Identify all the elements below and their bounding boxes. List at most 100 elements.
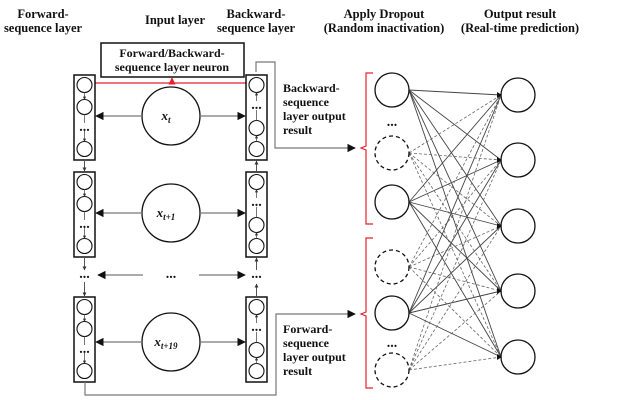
backward-ellipsis: ... [251,98,262,113]
backward-neuron [248,173,265,191]
timestep-block: ......xt+1 [73,171,268,258]
forward-ellipsis: ... [79,342,90,357]
connections [408,89,502,371]
backward-neuron [248,216,265,234]
backward-output-line2: sequence [283,95,330,109]
dropped-connection [408,356,502,371]
dropped-connection [408,290,502,371]
forward-ellipsis: ... [79,120,90,135]
output-arrowhead [497,157,502,163]
forward-output-line1: Forward- [283,322,332,336]
header-backward-layer: Backward- sequence layer [217,7,296,35]
dropped-connection [408,152,502,358]
backward-row-ellipsis: ... [251,267,262,282]
forward-neuron [76,320,93,338]
forward-neuron [76,195,93,213]
active-connection [408,89,502,227]
active-connection [408,290,502,314]
input-subscript: t [168,115,171,125]
backward-output-line3: layer output [283,109,346,123]
dropped-connection [408,152,502,292]
forward-row-ellipsis: ... [79,267,90,282]
forward-ellipsis: ... [79,217,90,232]
forward-neuron [76,98,93,116]
dropped-connection [408,225,502,371]
input-subscript: t+19 [161,341,178,351]
forward-neuron [76,362,93,380]
forward-output-label: Forward- sequence layer output result [283,322,346,378]
backward-neuron [248,298,265,316]
active-connection [408,94,502,203]
timestep-block: ......xt+19 [73,296,268,383]
output-neuron [500,208,536,244]
dropout-dense-layer: ...... [374,72,536,388]
backward-neuron [248,341,265,359]
header-forward-line2: sequence layer [4,21,83,35]
backward-neuron [248,140,265,158]
backward-ellipsis: ... [251,195,262,210]
output-arrowhead [497,288,502,294]
header-input-layer: Input layer [145,13,206,27]
forward-output-line2: sequence [283,336,330,350]
dropout-ellipsis: ... [387,336,398,351]
backward-neuron [248,76,265,94]
active-connection [408,225,502,314]
backward-neuron [248,362,265,380]
output-neuron [500,339,536,375]
dropped-neuron [374,249,410,285]
dropped-connection [408,94,502,371]
timestep-block: ...... xt [73,74,268,161]
output-neuron [500,77,536,113]
backward-output-connector [255,61,356,153]
forward-neuron [76,298,93,316]
forward-output-line3: layer output [283,350,346,364]
active-connection [408,89,502,96]
dropout-ellipsis: ... [387,115,398,130]
dropout-brace-bottom [359,237,373,389]
input-label: xt [160,108,171,125]
backward-output-line4: result [283,123,312,137]
dropped-connection [408,266,502,358]
forward-neuron [76,237,93,255]
header-dropout-line2: (Random inactivation) [324,21,445,35]
header-dropout: Apply Dropout (Random inactivation) [324,7,445,35]
active-neuron [374,184,410,220]
dropped-connection [408,94,502,154]
active-connection [408,201,502,358]
header-dropout-line1: Apply Dropout [344,7,426,21]
input-subscript: t+1 [163,212,175,222]
backward-neuron [248,237,265,255]
active-connection [408,89,502,161]
header-backward-line2: sequence layer [217,21,296,35]
forward-output-line4: result [283,364,312,378]
backward-output-line1: Backward- [283,81,340,95]
forward-output-connector [84,309,356,396]
active-connection [408,159,502,314]
dropped-neuron [374,135,410,171]
dropped-connection [408,94,502,268]
dropout-brace-top [359,72,373,225]
input-row-ellipsis: ... [166,267,177,282]
dropped-connection [408,159,502,371]
dropped-connection [408,152,502,227]
dropped-connection [408,159,502,268]
backward-ellipsis: ... [251,320,262,335]
backward-output-label: Backward- sequence layer output result [283,81,346,137]
header-backward-line1: Backward- [226,7,285,21]
header-output: Output result (Real-time prediction) [461,7,579,35]
backward-neuron [248,119,265,137]
header-output-line2: (Real-time prediction) [461,21,579,35]
forward-neuron [76,76,93,94]
dropped-connection [408,225,502,268]
input-node [141,86,201,146]
output-arrowhead [497,223,502,229]
neuron-label-line1: Forward/Backward- [119,46,224,60]
neuron-label-line2: sequence layer neuron [115,60,230,74]
active-connection [408,94,502,314]
neuron-highlight-line [95,77,246,85]
output-neuron [500,142,536,178]
lstm-layers: ...... xt ......xt+1 ......xt+19......... [73,74,268,383]
active-connection [408,312,502,358]
output-arrowhead [497,92,502,98]
